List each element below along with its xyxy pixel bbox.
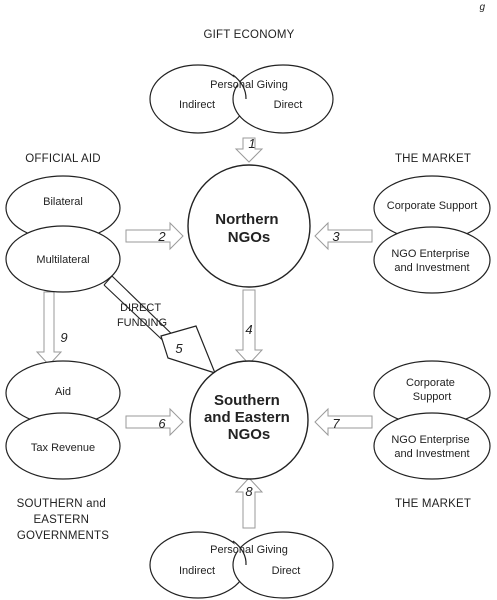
flow-arrow-7 <box>314 407 373 437</box>
flow-arrow-8 <box>234 477 264 529</box>
direct-funding-label: DIRECT FUNDING <box>117 302 167 329</box>
header-gift-economy: GIFT ECONOMY <box>204 29 295 41</box>
government-tax-ellipse <box>5 412 121 480</box>
market-bottom-corporate-label: Corporate Support <box>406 377 458 403</box>
flow-number-8: 8 <box>245 484 253 499</box>
top-giving-overlap-arc <box>232 74 247 100</box>
flow-arrow-4 <box>234 289 264 365</box>
top-giving-direct-label: Direct <box>274 99 303 111</box>
flow-arrow-2 <box>125 221 184 251</box>
government-tax-label: Tax Revenue <box>31 442 95 454</box>
flow-arrow-6 <box>125 407 184 437</box>
flow-number-2: 2 <box>157 229 166 244</box>
flow-arrow-1 <box>234 137 264 163</box>
bottom-giving-personal-label: Personal Giving <box>210 544 288 556</box>
flow-arrow-9 <box>35 291 63 366</box>
flow-number-5: 5 <box>175 341 183 356</box>
northern-ngos-circle <box>187 164 311 288</box>
flow-arrow-5 <box>160 325 217 374</box>
top-giving-indirect-label: Indirect <box>179 99 215 111</box>
market-top-corporate-label: Corporate Support <box>387 200 478 212</box>
flow-number-7: 7 <box>332 416 340 431</box>
direct-funding-band-top <box>111 275 181 343</box>
flow-number-1: 1 <box>248 136 255 151</box>
southern-ngos-label: Southern and Eastern NGOs <box>204 392 294 443</box>
southern-ngos-circle <box>189 360 309 480</box>
flow-arrow-3 <box>314 221 373 251</box>
market-top-enterprise-ellipse <box>373 226 491 294</box>
header-market-top: THE MARKET <box>395 153 471 165</box>
market-bottom-enterprise-ellipse <box>373 412 491 480</box>
bottom-giving-indirect-label: Indirect <box>179 565 215 577</box>
bottom-giving-direct-label: Direct <box>272 565 301 577</box>
top-giving-direct-ellipse <box>232 64 334 134</box>
government-aid-label: Aid <box>55 386 71 398</box>
flow-number-4: 4 <box>245 322 252 337</box>
bilateral-label: Bilateral <box>43 196 83 208</box>
multilateral-ellipse <box>5 225 121 293</box>
flow-number-9: 9 <box>60 330 67 345</box>
header-official-aid: OFFICIAL AID <box>25 153 100 165</box>
market-bottom-enterprise-label: NGO Enterprise and Investment <box>391 434 472 460</box>
bottom-giving-overlap-arc <box>232 540 247 566</box>
northern-ngos-label: Northern NGOs <box>215 211 283 246</box>
header-southern-governments: SOUTHERN and EASTERN GOVERNMENTS <box>17 498 110 542</box>
top-giving-personal-label: Personal Giving <box>210 79 288 91</box>
bottom-giving-direct-ellipse <box>232 531 334 599</box>
flow-number-6: 6 <box>158 416 166 431</box>
market-top-enterprise-label: NGO Enterprise and Investment <box>391 248 472 274</box>
header-market-bottom: THE MARKET <box>395 498 471 510</box>
flow-number-3: 3 <box>332 229 340 244</box>
corner-caption: g <box>479 2 485 13</box>
multilateral-label: Multilateral <box>36 254 89 266</box>
